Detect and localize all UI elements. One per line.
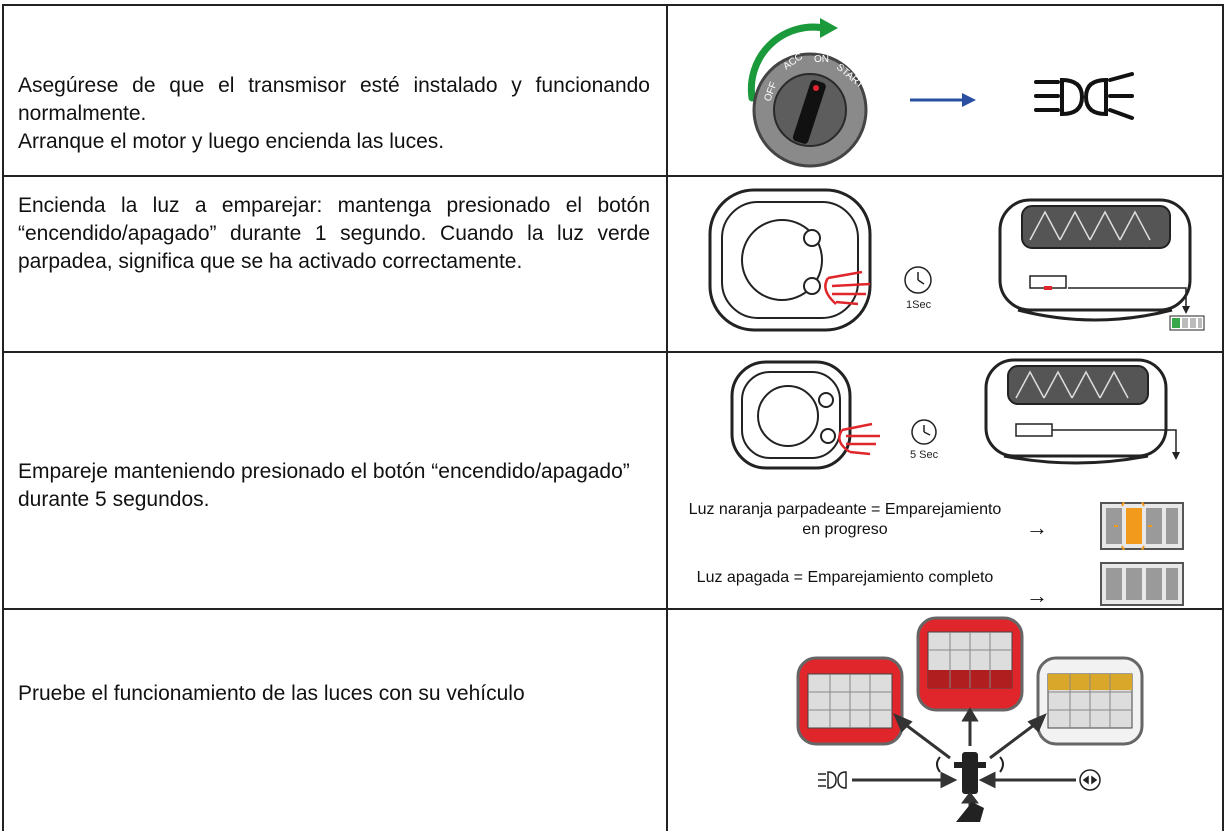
green-arrow-head-icon (820, 18, 838, 38)
transmitter-dial (741, 219, 823, 301)
step-1-line-1: Asegúrese de que el transmisor esté inst… (18, 74, 650, 125)
indicator-pointer-icon (1068, 287, 1187, 308)
step-2-text: Encienda la luz a emparejar: mantenga pr… (18, 194, 650, 273)
legend-off-arrow: → (1026, 583, 1048, 608)
table-border-left (2, 4, 4, 831)
ignition-key-figure: OFF ACC ON START (747, 18, 1134, 168)
row-divider-3 (2, 608, 1224, 610)
step-1-text: Asegúrese de que el transmisor esté inst… (18, 72, 650, 156)
step-4-text: Pruebe el funcionamiento de las luces co… (18, 682, 525, 705)
step-3-text: Empareje manteniendo presionado el botón… (18, 460, 630, 511)
brake-pedal-icon (956, 802, 984, 822)
green-rotation-arrow-icon (747, 23, 828, 102)
step-1-line-2: Arranque el motor y luego encienda las l… (18, 130, 445, 153)
pressing-hand-icon (824, 270, 871, 306)
pair-power-button-icon (820, 428, 836, 444)
pair-pressing-hand-icon (838, 422, 880, 456)
row-divider-1 (2, 175, 1224, 177)
signal-arrows (852, 707, 1076, 814)
timer-label: 1Sec (906, 299, 932, 311)
power-button-icon (803, 277, 821, 295)
power-on-figure: 1Sec (708, 188, 1205, 332)
center-tail-lamp (916, 616, 1024, 712)
blue-arrow-head-icon (962, 93, 976, 107)
table-border-right (1222, 4, 1224, 831)
function-test-figure (796, 616, 1144, 822)
green-led-icon (1169, 315, 1205, 331)
column-divider (666, 4, 668, 831)
key-label-on: ON (814, 54, 829, 65)
key-blade (792, 80, 826, 144)
headlight-icon (1034, 72, 1134, 120)
legend-off-text: Luz apagada = Emparejamiento completo (696, 569, 994, 586)
table-border-top (2, 4, 1224, 6)
left-tail-lamp (796, 656, 904, 746)
turn-signal-icon (1079, 769, 1101, 791)
orange-led-indicator-icon (1100, 502, 1184, 550)
pair-timer-label: 5 Sec (910, 449, 939, 461)
transmitter-plug-icon (936, 752, 1004, 794)
work-lamp-illustration (998, 198, 1192, 322)
off-led-indicator-icon (1100, 562, 1184, 606)
right-tail-lamp (1036, 656, 1144, 746)
pairing-figure: 5 Sec (730, 358, 1180, 470)
row-divider-2 (2, 351, 1224, 353)
transmitter-knob (803, 229, 821, 247)
key-red-dot (813, 85, 819, 91)
legend-orange-text: Luz naranja parpadeante = Emparejamiento… (688, 501, 1002, 538)
legend-orange-arrow: → (1026, 515, 1048, 540)
headlight-small-icon (818, 771, 847, 789)
